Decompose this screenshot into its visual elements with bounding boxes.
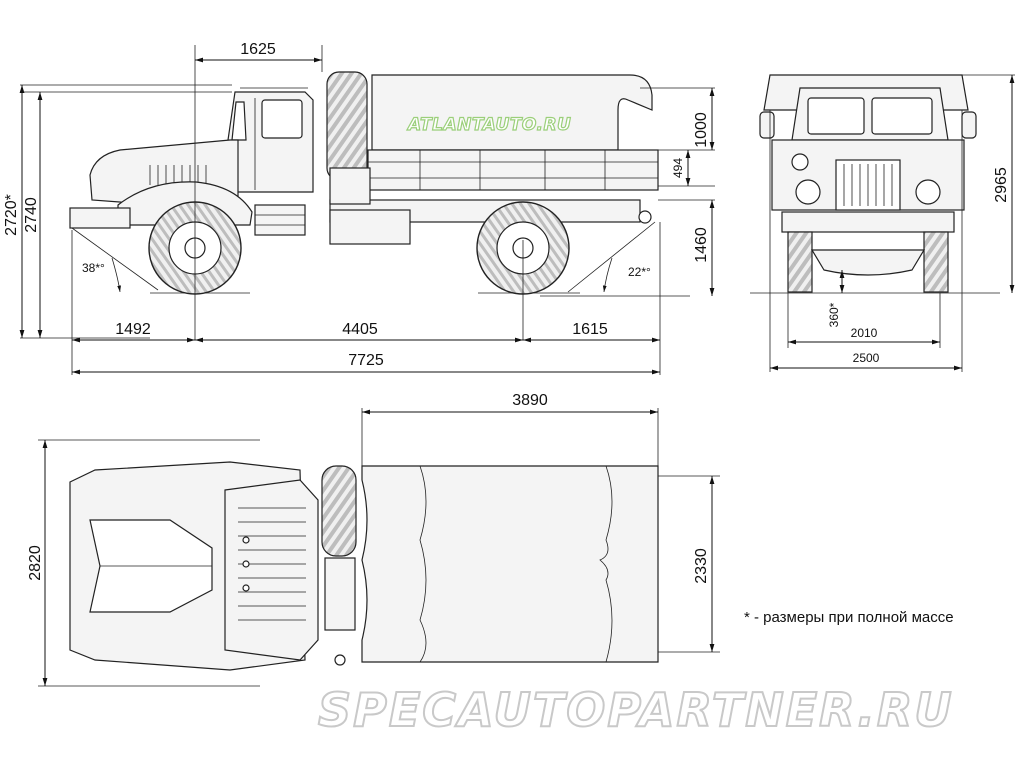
dim-height-loaded: 2720* [3, 194, 20, 236]
spare-wheel [326, 71, 368, 181]
dim-top-width: 2820 [27, 545, 44, 581]
top-spare-wheel [321, 465, 357, 557]
dim-tarp-height: 1000 [693, 112, 710, 148]
dim-body-width: 2330 [693, 548, 710, 584]
dim-height: 2740 [23, 197, 40, 233]
fuel-tank [329, 209, 411, 245]
cargo-body [367, 149, 659, 191]
dim-front-height: 2965 [993, 167, 1010, 203]
dim-overall-length: 7725 [348, 352, 384, 369]
top-cargo-body [361, 465, 659, 663]
battery-box [329, 167, 371, 205]
dim-wheelbase: 4405 [342, 321, 378, 338]
dim-front-width: 2500 [853, 351, 880, 365]
dim-departure-angle: 22*° [628, 265, 651, 279]
dim-side-board: 494 [671, 158, 685, 178]
dim-approach-angle: 38*° [82, 261, 105, 275]
dim-platform-height: 1460 [693, 227, 710, 263]
watermark-atlantauto: ATLANTAUTO.RU [406, 115, 571, 135]
left-headlight [795, 179, 821, 205]
dim-ground-clearance: 360* [827, 302, 841, 327]
watermark-specautopartner: SPECAUTOPARTNER.RU [318, 683, 954, 737]
footnote: * - размеры при полной массе [744, 609, 954, 626]
dim-front-overhang: 1492 [115, 321, 151, 338]
dim-cab-length: 1625 [240, 41, 276, 58]
dim-rear-overhang: 1615 [572, 321, 608, 338]
front-left-wheel [787, 231, 813, 293]
dim-track: 2010 [851, 326, 878, 340]
cab-steps [254, 204, 306, 236]
side-view: 1625 2720* 2740 38*° 22*° 1000 494 1460 … [3, 41, 715, 375]
right-headlight [915, 179, 941, 205]
top-view: 3890 2820 2330 [27, 392, 720, 687]
front-bumper [69, 207, 131, 229]
front-view: 2965 360* 2010 2500 [750, 74, 1015, 372]
front-right-wheel [923, 231, 949, 293]
cargo-tarp [371, 74, 653, 151]
dim-body-length: 3890 [512, 392, 548, 409]
